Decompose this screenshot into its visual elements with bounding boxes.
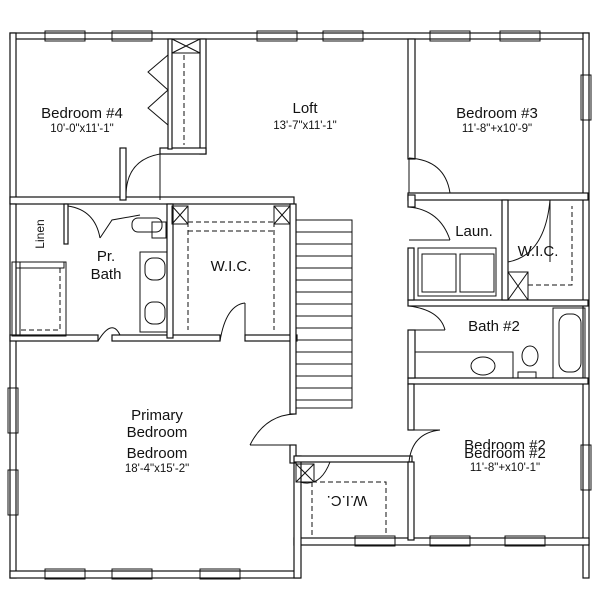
bedroom4-name: Bedroom #4: [41, 105, 123, 122]
primary-wic-label: W.I.C.: [211, 258, 252, 275]
bedroom4-dims: 10'-0"x11'-1": [50, 123, 114, 135]
bath2-fixtures: [414, 307, 586, 379]
windows: [7, 30, 592, 580]
bedroom2-dims: 11'-8"+x10'-1": [470, 462, 540, 474]
pr-bath-line2: Bath: [91, 266, 122, 283]
stairs: [295, 219, 353, 409]
primary-bedroom-line1: Primary: [131, 407, 183, 424]
primary-bedroom-dims: 18'-4"x15'-2": [125, 463, 189, 475]
primary-bedroom-line3: Bedroom: [127, 445, 188, 462]
primary-bath-fixtures: [11, 214, 168, 337]
laundry-details: [417, 206, 573, 301]
bed2-wic-label: W.I.C.: [327, 492, 368, 509]
bedroom3-dims: 11'-8"+x10'-9": [462, 123, 532, 135]
loft-dims: 13'-7"x11'-1": [273, 120, 337, 132]
laundry-label: Laun.: [455, 223, 493, 240]
bedroom2-name: Bedroom #2: [464, 445, 546, 462]
room-labels: Bedroom #4 10'-0"x11'-1" Loft 13'-7"x11'…: [33, 100, 570, 509]
bath2-label: Bath #2: [468, 318, 520, 335]
loft-name: Loft: [292, 100, 318, 117]
pr-bath-line1: Pr.: [97, 248, 115, 265]
primary-bedroom-line2: Bedroom: [127, 424, 188, 441]
closet-bedroom4: [147, 38, 201, 145]
bedroom3-name: Bedroom #3: [456, 105, 538, 122]
linen-label: Linen: [33, 219, 47, 248]
interior-walls: [9, 38, 589, 541]
bed2-wic-details: [295, 463, 387, 536]
door-swings: [67, 153, 551, 484]
bed3-wic-label: W.I.C.: [518, 243, 559, 260]
primary-wic-details: [171, 205, 291, 330]
